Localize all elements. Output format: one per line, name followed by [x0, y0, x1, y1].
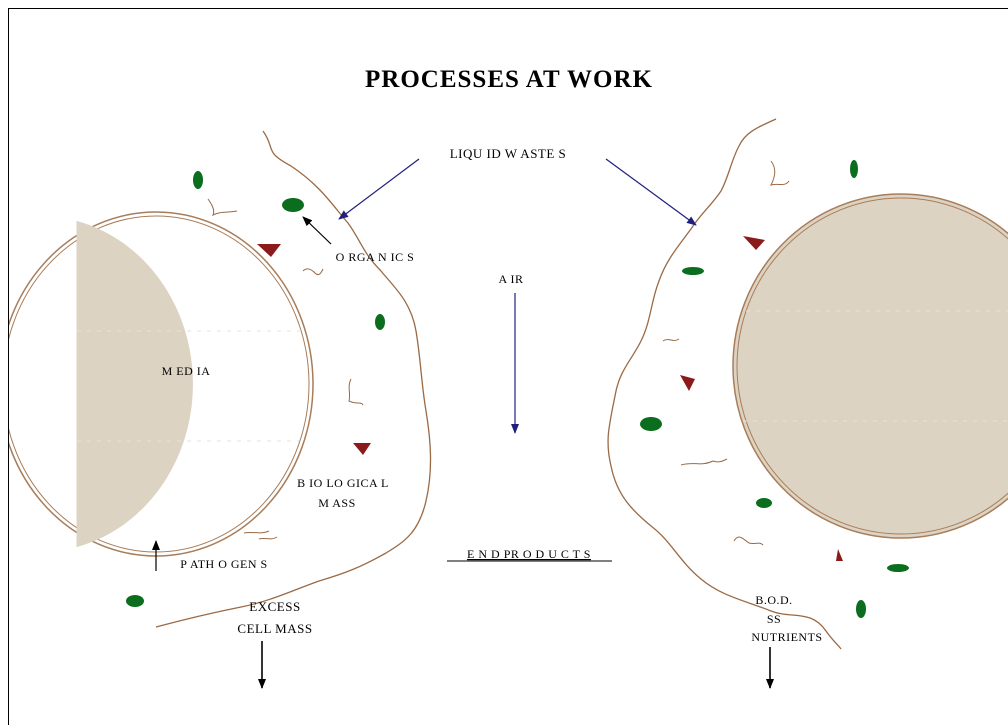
arrow-organics	[302, 216, 332, 245]
organism-triangle-icon	[743, 236, 765, 250]
media-right	[732, 193, 1008, 539]
filament-icon	[680, 458, 728, 466]
organism-oval-icon	[887, 564, 909, 572]
label-ss: SS	[767, 612, 781, 626]
organism-oval-icon	[193, 171, 203, 189]
filament-icon	[662, 338, 680, 342]
biofilm-boundary-left	[155, 130, 432, 628]
organism-oval-icon	[126, 595, 144, 607]
page-title: PROCESSES AT WORK	[365, 66, 653, 93]
filament-icon	[207, 198, 238, 217]
label-liquid-wastes: LIQU ID W ASTE S	[450, 146, 567, 161]
slide-frame: PROCESSES AT WORK	[8, 8, 1008, 725]
organisms-green	[126, 160, 909, 618]
organism-oval-icon	[282, 198, 304, 212]
label-air: A IR	[498, 272, 523, 286]
filament-icon	[770, 160, 790, 186]
label-excess: EXCESS	[249, 599, 300, 614]
label-end-products: E N D PR O D U C T S	[467, 547, 591, 561]
label-biological-mass-line1: B IO LO GICA L	[297, 476, 389, 490]
filament-icon	[733, 536, 764, 546]
organism-triangle-icon	[353, 443, 371, 455]
organism-triangle-icon	[680, 375, 695, 391]
biofilm-boundary-right	[607, 118, 842, 650]
label-bod: B.O.D.	[755, 593, 792, 607]
organisms-red	[257, 236, 843, 561]
label-biological-mass-line2: M ASS	[318, 496, 356, 510]
organism-triangle-icon	[257, 244, 281, 257]
organism-oval-icon	[640, 417, 662, 431]
label-pathogens: P ATH O GEN S	[180, 557, 267, 571]
arrow-liquid-to-right	[605, 158, 697, 226]
process-diagram: PROCESSES AT WORK	[9, 66, 1008, 689]
filament-icon	[348, 378, 364, 406]
organism-triangle-icon	[836, 549, 843, 561]
organism-oval-icon	[850, 160, 858, 178]
media-left	[9, 211, 314, 557]
filaments	[207, 160, 790, 546]
filament-icon	[302, 268, 324, 276]
label-media: M ED IA	[162, 364, 211, 378]
label-cell-mass: CELL MASS	[237, 621, 312, 636]
organism-oval-icon	[856, 600, 866, 618]
organism-oval-icon	[682, 267, 704, 275]
filament-icon	[243, 530, 278, 540]
label-nutrients: NUTRIENTS	[751, 630, 822, 644]
organism-oval-icon	[375, 314, 385, 330]
organism-oval-icon	[756, 498, 772, 508]
label-organics: O RGA N IC S	[336, 250, 415, 264]
arrow-liquid-to-left	[338, 158, 420, 220]
